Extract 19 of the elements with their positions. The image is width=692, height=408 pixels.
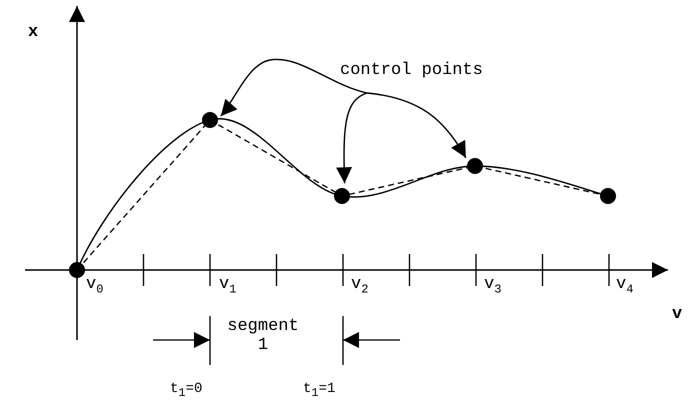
control-point <box>467 158 483 174</box>
arrow <box>336 92 368 184</box>
control-point <box>202 112 218 128</box>
axis-label: v <box>672 306 682 325</box>
parameter-label: t$_{1}$=1 <box>303 382 336 400</box>
point-label: v$_{4}$ <box>616 276 634 297</box>
arrow <box>366 92 466 158</box>
axis-label: x <box>28 24 38 43</box>
control-point <box>600 188 616 204</box>
control-point <box>69 262 85 278</box>
point-label: v$_{2}$ <box>351 276 368 297</box>
control-point <box>334 188 350 204</box>
point-label: v$_{3}$ <box>484 276 502 297</box>
parameter-label: t$_{1}$=0 <box>170 382 202 400</box>
segment-label: segment 1 <box>226 318 300 356</box>
callout-text: control points <box>340 62 483 81</box>
arrow <box>220 58 368 117</box>
point-label: v$_{1}$ <box>219 276 236 297</box>
point-label: v$_{0}$ <box>86 276 104 297</box>
